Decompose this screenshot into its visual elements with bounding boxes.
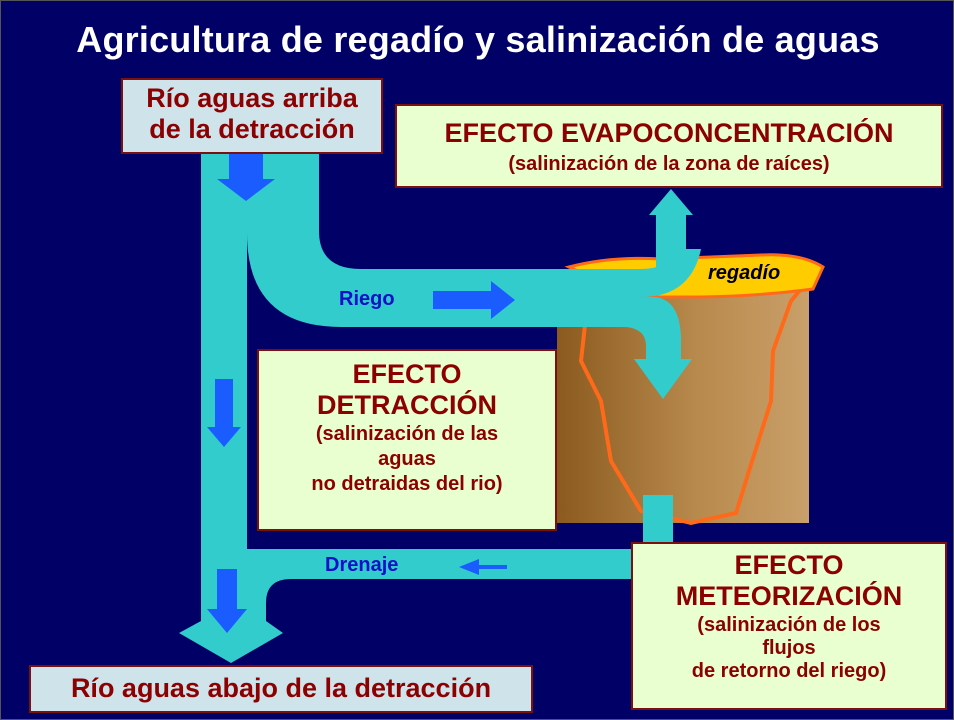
upstream-line-2: de la detracción <box>149 114 355 145</box>
riego-channel <box>247 151 701 361</box>
infiltration-arrow <box>634 359 692 399</box>
arrow-bottom-down <box>207 569 247 633</box>
drenaje-label: Drenaje <box>325 554 399 576</box>
regadio-label: regadío <box>708 262 781 284</box>
root-zone-outline <box>571 268 818 526</box>
evaporation-note: (salinización de la zona de raíces) <box>508 153 830 176</box>
arrow-main-down <box>207 379 241 447</box>
detraction-line-2: DETRACCIÓN <box>317 390 497 421</box>
meteorization-effect-box: EFECTO METEORIZACIÓN (salinización de lo… <box>631 542 947 710</box>
arrow-inflow <box>217 151 275 201</box>
arrow-riego <box>433 281 515 319</box>
meteorization-line-2: METEORIZACIÓN <box>675 581 903 612</box>
downstream-text: Río aguas abajo de la detracción <box>70 673 492 703</box>
river-outlet-arrow <box>179 621 283 663</box>
detraction-effect-box: EFECTO DETRACCIÓN (salinización de las a… <box>257 349 557 531</box>
evaporation-heading: EFECTO EVAPOCONCENTRACIÓN <box>444 118 894 148</box>
detraction-line-1: EFECTO <box>352 359 462 389</box>
downstream-river-box: Río aguas abajo de la detracción <box>29 665 533 713</box>
upstream-river-box: Río aguas arriba de la detracción <box>121 78 383 154</box>
detraction-line-3: (salinización de las <box>315 423 499 446</box>
meteorization-line-1: EFECTO <box>734 550 844 580</box>
evaporation-channel <box>656 213 686 273</box>
detraction-line-5: no detraidas del rio) <box>311 473 503 496</box>
meteorization-line-5: de retorno del riego) <box>691 660 887 683</box>
riego-label: Riego <box>339 288 395 310</box>
drainage-channel <box>247 549 673 641</box>
meteorization-line-4: flujos <box>762 637 816 660</box>
meteorization-line-3: (salinización de los <box>697 614 881 637</box>
evaporation-arrow <box>649 189 693 215</box>
evaporation-effect-box: EFECTO EVAPOCONCENTRACIÓN (salinización … <box>395 104 943 188</box>
page-title: Agricultura de regadío y salinización de… <box>76 19 880 60</box>
upstream-line-1: Río aguas arriba <box>146 83 358 113</box>
detraction-line-4: aguas <box>378 448 436 471</box>
arrow-drenaje <box>459 559 507 575</box>
